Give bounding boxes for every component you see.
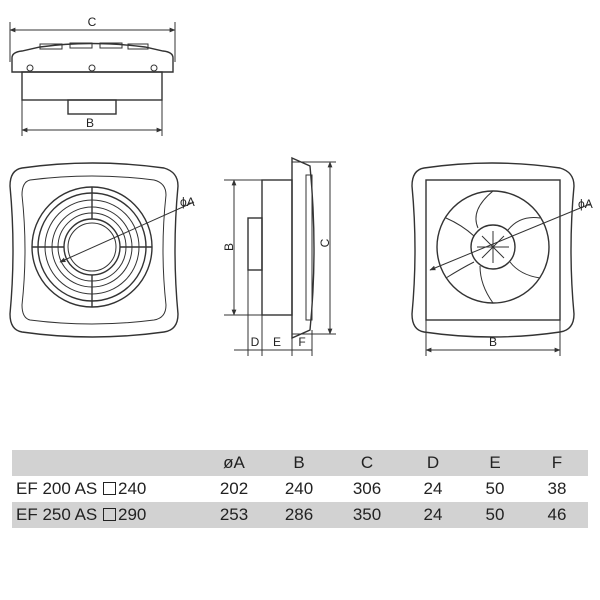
header-model — [12, 450, 202, 476]
side-view: B C D E F — [222, 156, 336, 356]
side-dim-c-label: C — [318, 238, 332, 247]
header-b: B — [293, 453, 305, 472]
side-dim-e-label: E — [273, 335, 281, 349]
side-dim-b-label: B — [222, 243, 236, 251]
cell-e: 50 — [485, 479, 505, 498]
model-cell: EF 200 AS 240 — [12, 476, 202, 502]
cell-c: 350 — [352, 505, 382, 524]
model-size: 240 — [118, 479, 147, 498]
top-view: C B — [9, 15, 176, 136]
square-icon — [103, 508, 117, 521]
header-d: D — [426, 453, 440, 472]
cell-b: 240 — [284, 479, 314, 498]
front-view: ϕA — [9, 162, 195, 338]
header-c: C — [360, 453, 374, 472]
model-name: EF 200 AS — [16, 479, 98, 498]
dim-c-label: C — [88, 15, 97, 29]
fan-dimension-drawing: C B ϕA B — [9, 15, 593, 356]
cell-f: 46 — [547, 505, 567, 524]
side-dim-f-label: F — [298, 335, 305, 349]
model-size: 290 — [118, 505, 147, 524]
cell-d: 24 — [423, 505, 443, 524]
cell-e: 50 — [485, 505, 505, 524]
cell-f: 38 — [547, 479, 567, 498]
dim-phi-a-label: ϕA — [180, 195, 195, 209]
rear-dim-phi-a-label: ϕA — [578, 197, 593, 211]
dimensions-table: øA B C D E F EF 200 AS 240 202 240 306 2… — [12, 450, 588, 528]
cell-d: 24 — [423, 479, 443, 498]
table-row: EF 250 AS 290 253 286 350 24 50 46 — [12, 502, 588, 528]
table-row: EF 200 AS 240 202 240 306 24 50 38 — [12, 476, 588, 502]
header-e: E — [489, 453, 501, 472]
cell-a: 202 — [219, 479, 249, 498]
rear-view: ϕA B — [411, 162, 593, 356]
model-name: EF 250 AS — [16, 505, 98, 524]
model-cell: EF 250 AS 290 — [12, 502, 202, 528]
cell-b: 286 — [284, 505, 314, 524]
table-header-row: øA B C D E F — [12, 450, 588, 476]
cell-a: 253 — [219, 505, 249, 524]
square-icon — [103, 482, 117, 495]
header-a: øA — [223, 453, 245, 472]
cell-c: 306 — [352, 479, 382, 498]
rear-dim-b-label: B — [489, 335, 497, 349]
side-dim-d-label: D — [251, 335, 260, 349]
dim-b-label: B — [86, 116, 94, 130]
header-f: F — [551, 453, 563, 472]
